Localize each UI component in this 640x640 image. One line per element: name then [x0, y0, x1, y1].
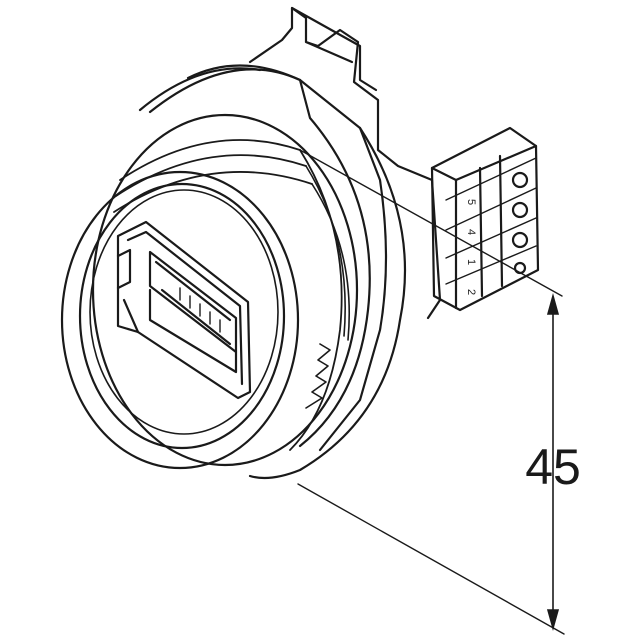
terminal-block	[430, 126, 540, 312]
pin-label-1: 1	[465, 258, 478, 266]
threaded-barrel	[91, 113, 359, 467]
pin-label-2: 2	[465, 288, 478, 296]
rear-bracket	[248, 6, 442, 320]
dimension-label: 45	[525, 439, 581, 495]
pin-label-4: 4	[465, 228, 478, 236]
hex-nut-body	[138, 64, 407, 480]
extension-line-top	[299, 149, 563, 297]
extension-line-bottom	[297, 483, 565, 635]
dimension-lines	[297, 149, 565, 635]
dimension-arrow	[546, 293, 560, 631]
front-bezel	[60, 170, 300, 470]
pin-label-5: 5	[465, 198, 478, 206]
rj45-jack	[116, 220, 252, 400]
